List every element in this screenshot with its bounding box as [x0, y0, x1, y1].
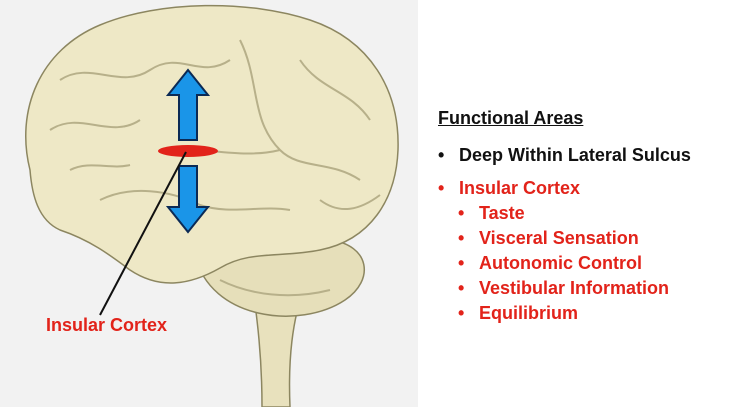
functional-areas-heading: Functional Areas: [438, 108, 584, 128]
insular-cortex-highlight: [158, 145, 218, 157]
sub-list-item: Equilibrium: [458, 301, 691, 326]
insular-cortex-callout: Insular Cortex: [46, 315, 168, 335]
cerebrum: [25, 4, 399, 284]
list-item: Insular Cortex: [438, 176, 691, 201]
functional-areas-panel: Functional Areas Deep Within Lateral Sul…: [438, 108, 691, 326]
brain-illustration: [25, 4, 399, 407]
sub-list-item: Autonomic Control: [458, 251, 691, 276]
sub-list-item: Taste: [458, 201, 691, 226]
arrow-down-icon: [165, 165, 211, 234]
sub-list-item: Vestibular Information: [458, 276, 691, 301]
list-item: Deep Within Lateral Sulcus: [438, 143, 691, 168]
callout-line: [99, 151, 187, 316]
arrow-up-icon: [165, 68, 211, 141]
brain-illustration-panel: Insular Cortex: [0, 0, 418, 407]
sub-list-item: Visceral Sensation: [458, 226, 691, 251]
